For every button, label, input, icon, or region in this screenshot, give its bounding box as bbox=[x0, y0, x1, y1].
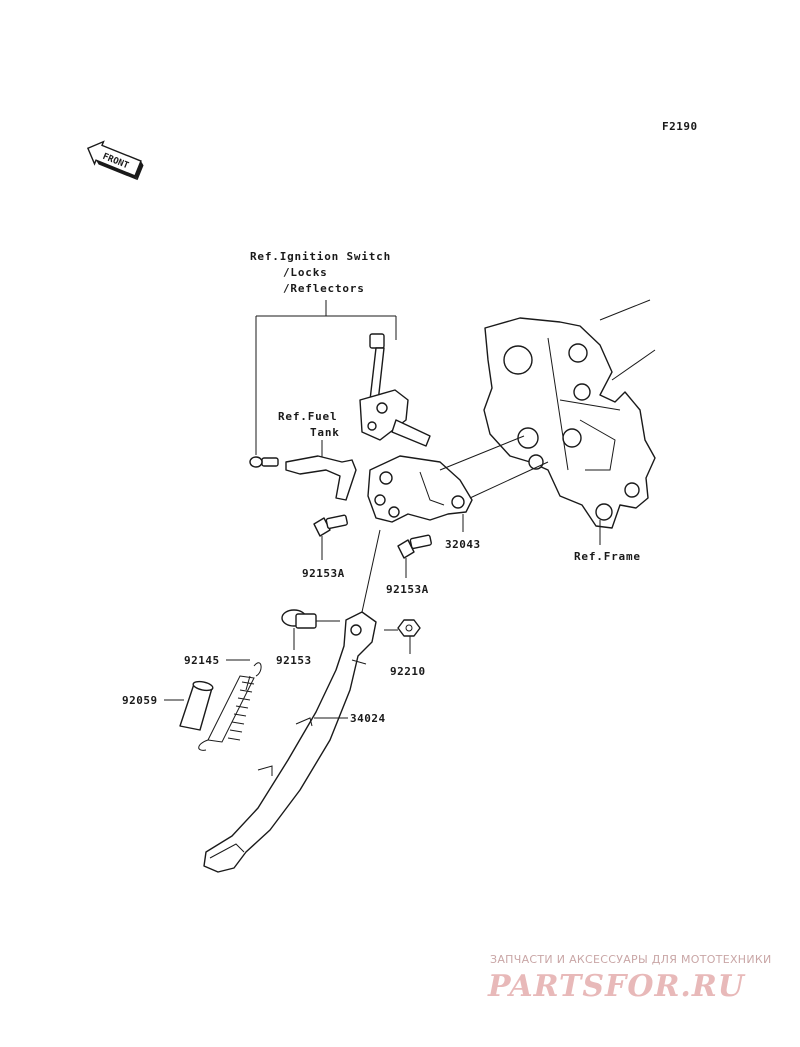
part-92210-leader bbox=[384, 629, 411, 654]
bolt-small-part bbox=[249, 456, 279, 468]
watermark-tagline: ЗАПЧАСТИ И АКСЕССУАРЫ ДЛЯ МОТОТЕХНИКИ bbox=[490, 953, 772, 966]
fuel-tank-bracket-part bbox=[285, 455, 357, 501]
part-92153A-right-label: 92153A bbox=[386, 583, 429, 596]
diagram-code: F2190 bbox=[662, 120, 698, 133]
watermark-logo: PARTSFOR.RU bbox=[487, 969, 746, 1004]
nut-92210-part bbox=[397, 619, 421, 637]
part-34024-label: 34024 bbox=[350, 712, 386, 725]
ref-ignition-line1: Ref.Ignition Switch bbox=[250, 250, 391, 263]
spring-92145-part bbox=[198, 662, 262, 751]
part-92210-label: 92210 bbox=[390, 665, 426, 678]
sleeve-92059-part bbox=[179, 680, 214, 731]
stand-to-bracket-leader bbox=[361, 529, 381, 613]
ignition-switch-part bbox=[359, 333, 431, 447]
part-92153-label: 92153 bbox=[276, 654, 312, 667]
bolt-92153A-right-part bbox=[397, 534, 432, 559]
part-92059-label: 92059 bbox=[122, 694, 158, 707]
front-arrow-icon: FRONT bbox=[86, 140, 144, 181]
ref-ignition-line2: /Locks bbox=[283, 266, 328, 279]
side-stand-part bbox=[203, 611, 377, 873]
ref-fuel-line2: Tank bbox=[310, 426, 340, 439]
ref-ignition-line3: /Reflectors bbox=[283, 282, 365, 295]
ref-ignition-bracket bbox=[255, 300, 397, 455]
ref-frame: Ref.Frame bbox=[574, 550, 641, 563]
frame-part bbox=[483, 299, 656, 529]
sidestand-bracket-part bbox=[367, 455, 473, 523]
ref-fuel-line1: Ref.Fuel bbox=[278, 410, 337, 423]
bolt-92153-part bbox=[281, 609, 340, 629]
part-92145-label: 92145 bbox=[184, 654, 220, 667]
bracket-leader-lines bbox=[439, 435, 549, 499]
part-92153A-left-label: 92153A bbox=[302, 567, 345, 580]
part-32043-label: 32043 bbox=[445, 538, 481, 551]
bolt-92153A-left-part bbox=[313, 514, 348, 537]
